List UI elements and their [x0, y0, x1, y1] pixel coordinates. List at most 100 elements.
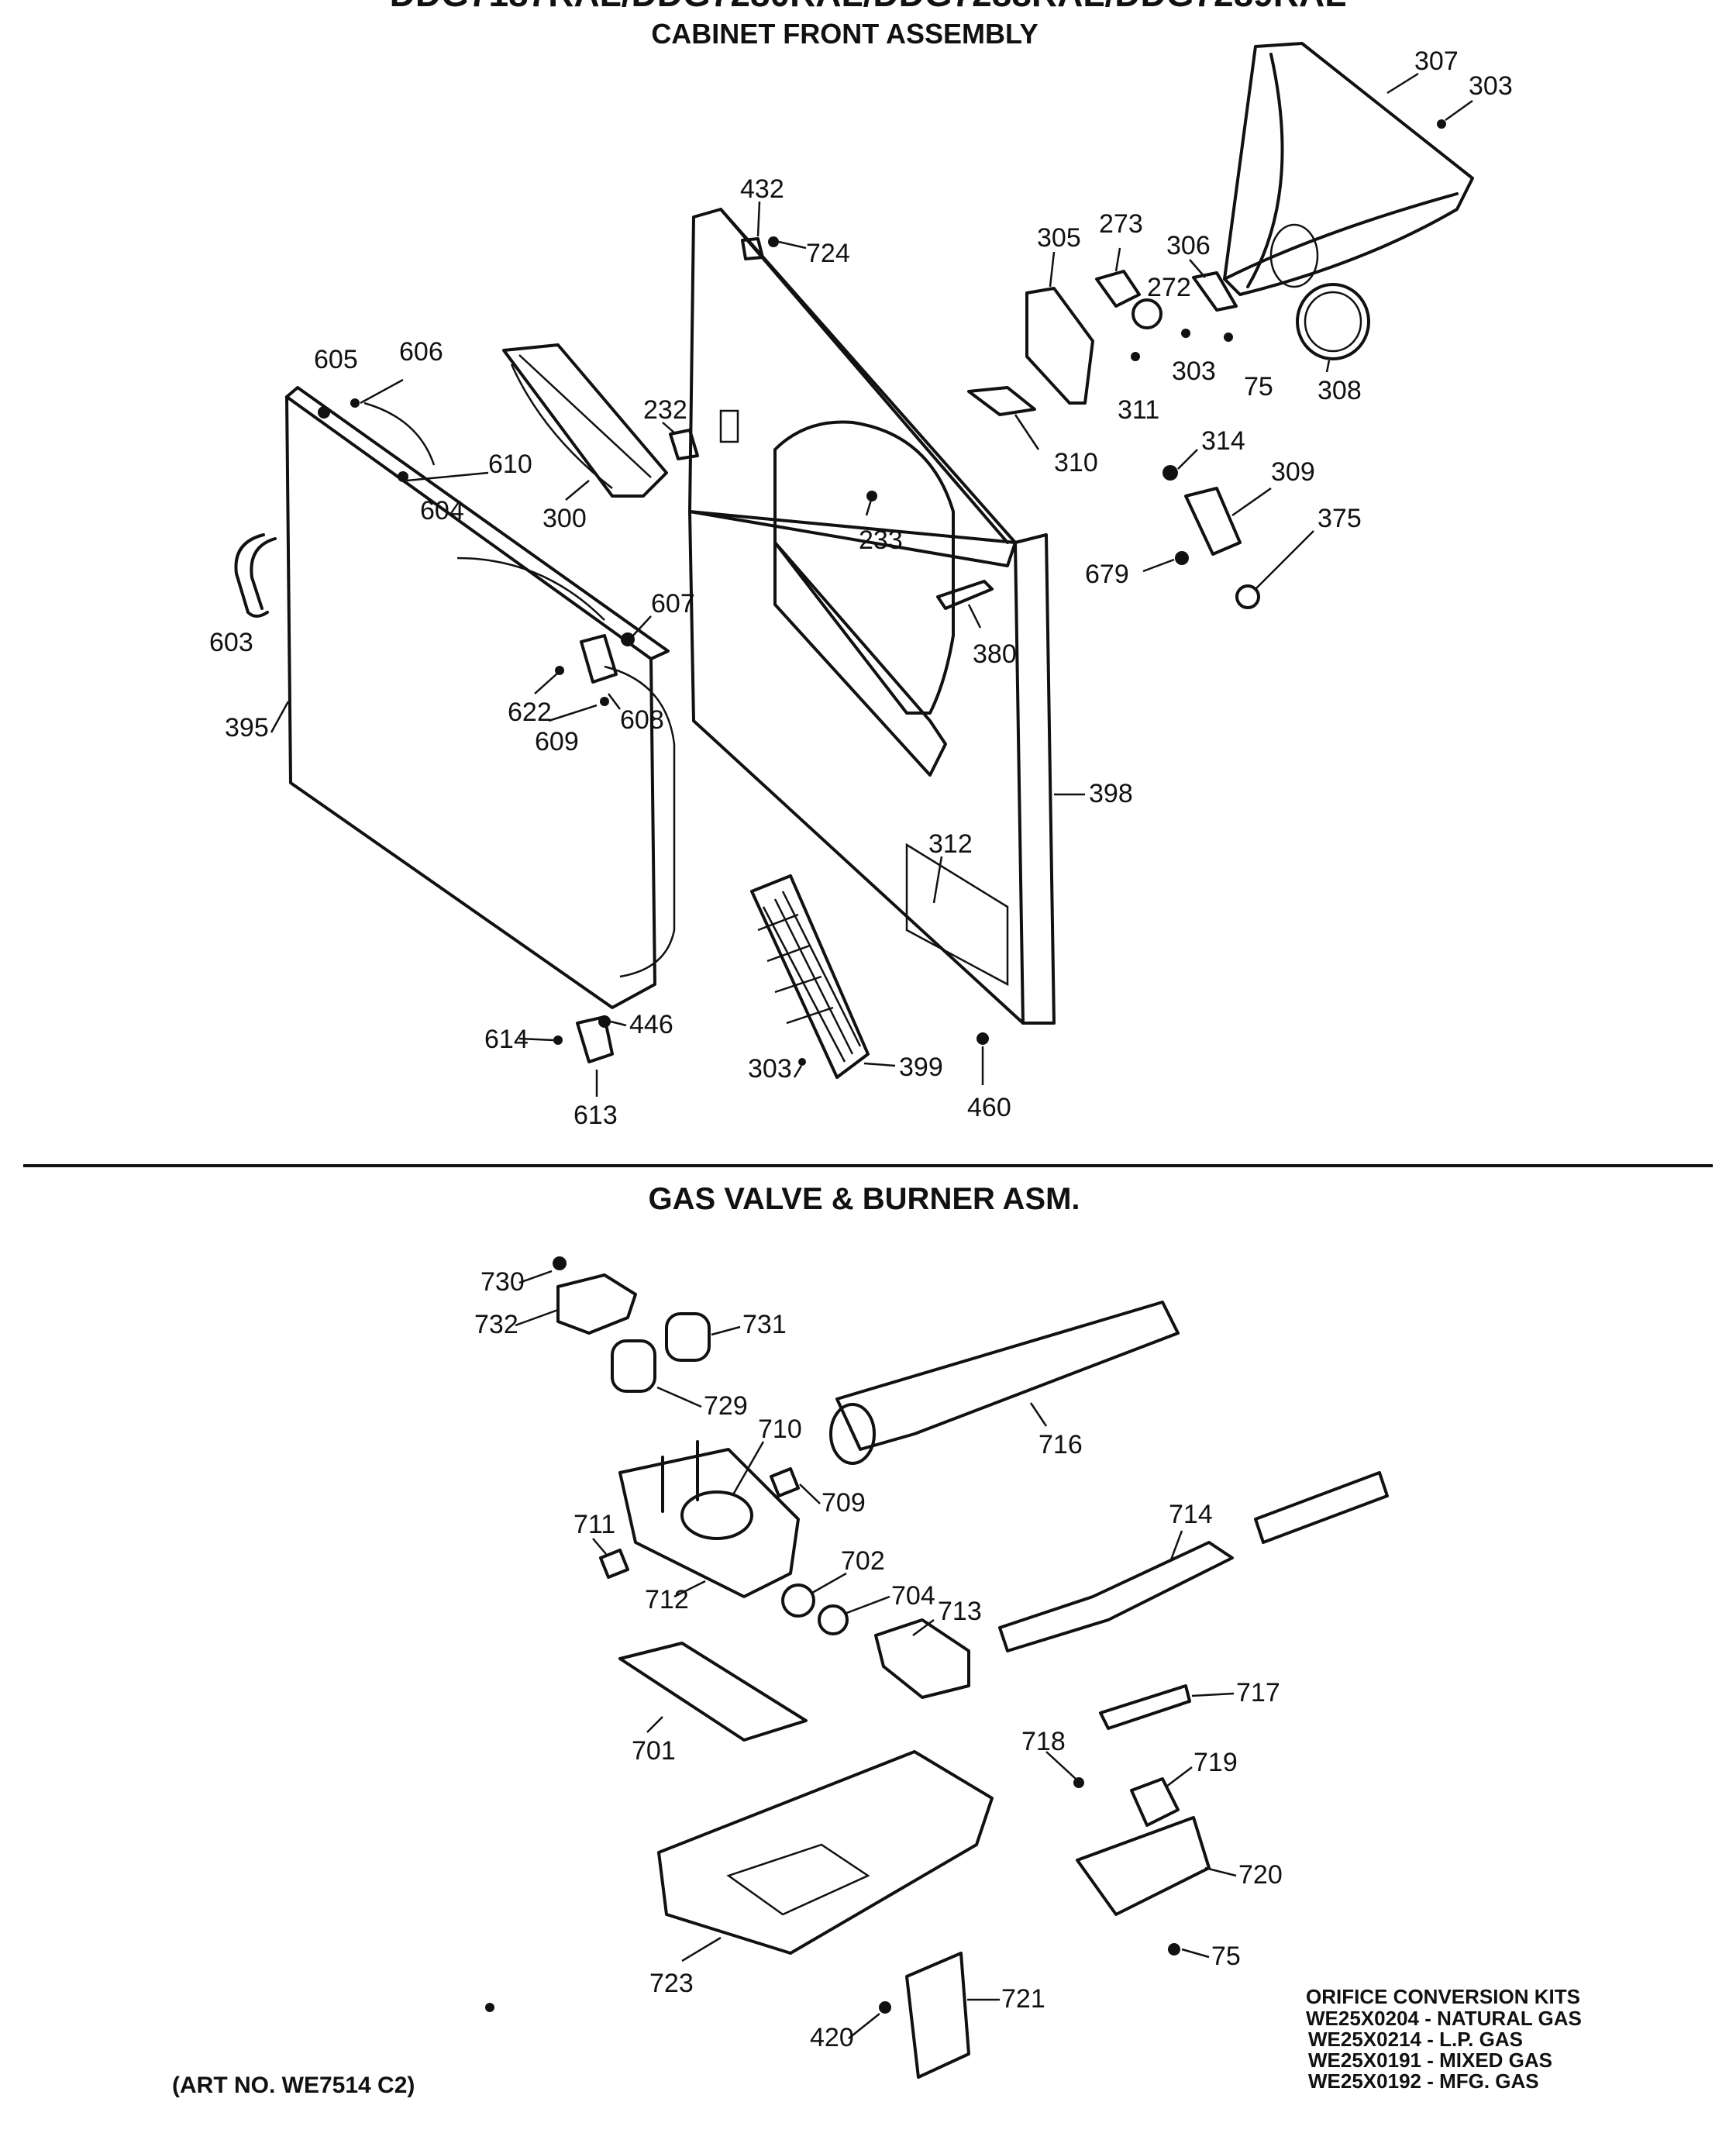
callout-718: 718 — [1021, 1727, 1066, 1756]
hinge-613 — [576, 1015, 614, 1063]
callout-312: 312 — [928, 829, 973, 859]
coil-731 — [665, 1312, 711, 1362]
bracket-720 — [1076, 1816, 1211, 1916]
sensor-719 — [1130, 1777, 1180, 1827]
callout-607: 607 — [651, 589, 695, 619]
callout-233: 233 — [859, 525, 903, 555]
orifice-kit-3: WE25X0191 - MIXED GAS — [1308, 2049, 1552, 2072]
igniter-717 — [1099, 1684, 1191, 1730]
ring-seal-308 — [1296, 283, 1370, 360]
callout-395: 395 — [225, 713, 269, 743]
callout-308: 308 — [1318, 376, 1362, 405]
callout-399: 399 — [899, 1053, 943, 1082]
callout-75b: 75 — [1211, 1942, 1241, 1971]
bracket-310 — [967, 386, 1036, 416]
fitting-704 — [818, 1604, 849, 1635]
valve-body-712 — [618, 1448, 800, 1598]
cabinet-front-title: CABINET FRONT ASSEMBLY — [651, 18, 1038, 50]
valve-regulator-710 — [680, 1490, 753, 1540]
callout-714: 714 — [1169, 1500, 1213, 1529]
callout-446: 446 — [629, 1010, 673, 1039]
door-panel-395 — [285, 386, 676, 1009]
callout-730: 730 — [480, 1267, 525, 1297]
callout-608: 608 — [620, 705, 664, 735]
door-handle-603 — [234, 533, 277, 618]
callout-307: 307 — [1414, 47, 1459, 76]
bracket-305 — [1025, 287, 1094, 405]
gas-valve-title: GAS VALVE & BURNER ASM. — [648, 1182, 1080, 1216]
switch-375 — [1235, 584, 1260, 609]
thermostat-272 — [1132, 298, 1162, 329]
screw-718 — [1073, 1777, 1084, 1788]
callout-717: 717 — [1236, 1678, 1280, 1707]
callout-432: 432 — [740, 174, 784, 204]
callout-375: 375 — [1318, 504, 1362, 533]
burner-base-opening — [726, 1843, 870, 1916]
fitting-711 — [599, 1549, 629, 1579]
screw-303c — [798, 1058, 806, 1066]
callout-610: 610 — [488, 450, 532, 479]
orifice-kit-1: WE25X0204 - NATURAL GAS — [1306, 2007, 1582, 2030]
callout-306: 306 — [1166, 231, 1211, 260]
callout-303c: 303 — [748, 1054, 792, 1084]
plate-309 — [1184, 487, 1242, 556]
callout-309: 309 — [1271, 457, 1315, 487]
callout-303a: 303 — [1469, 71, 1513, 101]
callout-273: 273 — [1099, 209, 1143, 239]
callout-710: 710 — [758, 1415, 802, 1444]
clip-432 — [741, 237, 764, 260]
callout-232: 232 — [643, 395, 687, 425]
screw-606 — [350, 398, 360, 408]
callout-305: 305 — [1037, 223, 1081, 253]
gas-leader-lines — [515, 1270, 1237, 2039]
bulkhead-307 — [1223, 42, 1474, 296]
callout-712: 712 — [645, 1585, 689, 1614]
callout-605: 605 — [314, 345, 358, 374]
screw-604 — [398, 471, 408, 482]
callout-310: 310 — [1054, 448, 1098, 477]
screw-311 — [1131, 352, 1140, 361]
screw-314 — [1162, 465, 1178, 481]
screw-446 — [598, 1015, 611, 1028]
burner-mouth — [829, 1403, 876, 1465]
screw-303a — [1437, 119, 1446, 129]
callout-420: 420 — [810, 2023, 854, 2052]
screw-460 — [976, 1032, 989, 1045]
screw-75a — [1224, 333, 1233, 342]
callout-604: 604 — [420, 496, 464, 525]
callout-398: 398 — [1089, 779, 1133, 808]
nut-702 — [781, 1583, 815, 1618]
shield-721 — [905, 1952, 970, 2079]
callout-731: 731 — [742, 1310, 787, 1339]
screw-607 — [621, 632, 635, 646]
callout-606: 606 — [399, 337, 443, 367]
screw-730 — [553, 1256, 567, 1270]
coil-729 — [611, 1339, 656, 1393]
callout-713: 713 — [938, 1597, 982, 1626]
callout-603: 603 — [209, 628, 253, 657]
callout-272: 272 — [1147, 273, 1191, 302]
screw-303b — [1181, 329, 1190, 338]
thermostat-273 — [1095, 270, 1141, 308]
gas-pipe-end — [1254, 1471, 1389, 1544]
front-panel-upper — [688, 208, 1017, 715]
screw-75b — [1168, 1943, 1180, 1956]
callout-716: 716 — [1038, 1430, 1083, 1459]
callout-723: 723 — [649, 1969, 694, 1998]
orifice-kit-4: WE25X0192 - MFG. GAS — [1308, 2069, 1539, 2093]
callout-303b: 303 — [1172, 357, 1216, 386]
burner-tube-716 — [835, 1301, 1180, 1451]
screw-420 — [879, 2001, 891, 2014]
callout-711: 711 — [574, 1510, 615, 1539]
callout-613: 613 — [574, 1101, 618, 1130]
callout-679: 679 — [1085, 560, 1129, 589]
clip-232 — [669, 429, 699, 460]
gas-pipe-714 — [998, 1541, 1234, 1652]
callout-721: 721 — [1001, 1984, 1045, 2014]
dot-mark — [485, 2003, 494, 2012]
callout-311: 311 — [1118, 395, 1159, 425]
screw-614 — [553, 1035, 563, 1045]
burner-base-723 — [657, 1750, 994, 1955]
callout-75a: 75 — [1244, 372, 1273, 401]
